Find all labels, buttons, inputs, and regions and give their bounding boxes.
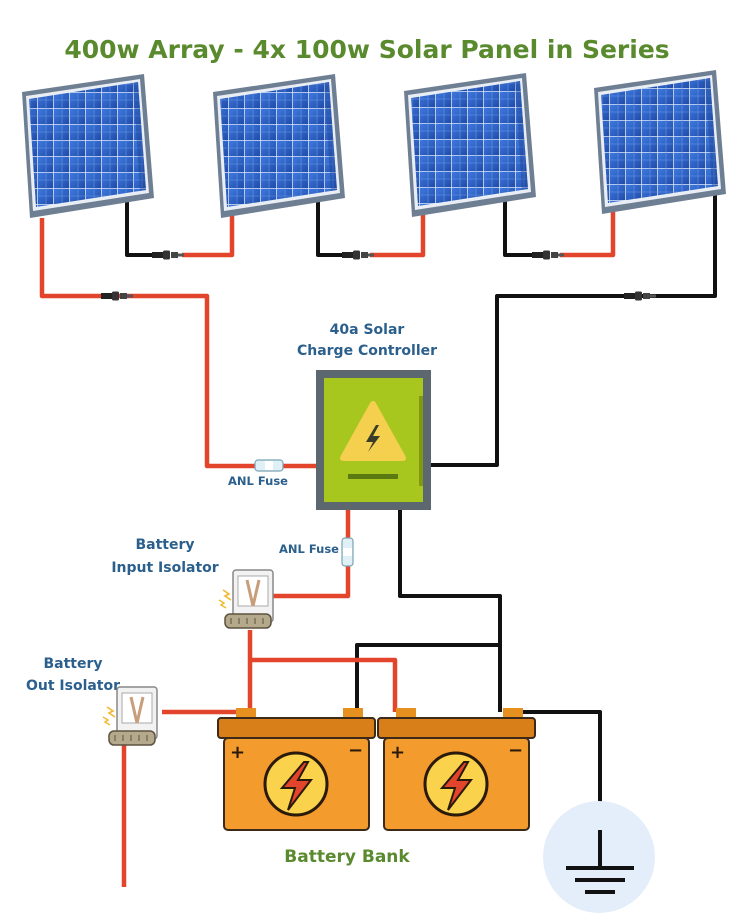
battery-icon [216,706,377,832]
output-isolator-label-line2: Out Isolator [26,678,120,694]
solar-panel-icon [594,70,726,214]
input-isolator-label-line2: Input Isolator [111,560,218,576]
output-isolator-label-line1: Battery [43,656,102,672]
fuse-label-bottom: ANL Fuse [279,542,339,556]
warning-lightning-icon [340,401,406,461]
solar-panel-icon [22,74,154,218]
anl-fuse-icon [254,459,284,472]
solar-panel-icon [213,74,345,218]
negative-wiring [125,190,717,868]
input-isolator-label-line1: Battery [135,537,194,553]
controller-label-line1: 40a Solar [330,322,405,338]
fuse-label-top: ANL Fuse [228,474,288,488]
ground-icon [543,801,655,913]
diagram-title: 400w Array - 4x 100w Solar Panel in Seri… [64,35,669,64]
isolator-switch-icon [101,685,159,747]
isolator-switch-icon [217,568,275,630]
battery-icon [376,706,537,832]
battery-bank-label: Battery Bank [284,847,410,867]
mc4-connector-icon [101,250,656,301]
anl-fuse-icon [341,537,354,567]
controller-label-line2: Charge Controller [297,343,437,359]
charge-controller [316,370,431,510]
solar-panel-icon [404,73,536,217]
